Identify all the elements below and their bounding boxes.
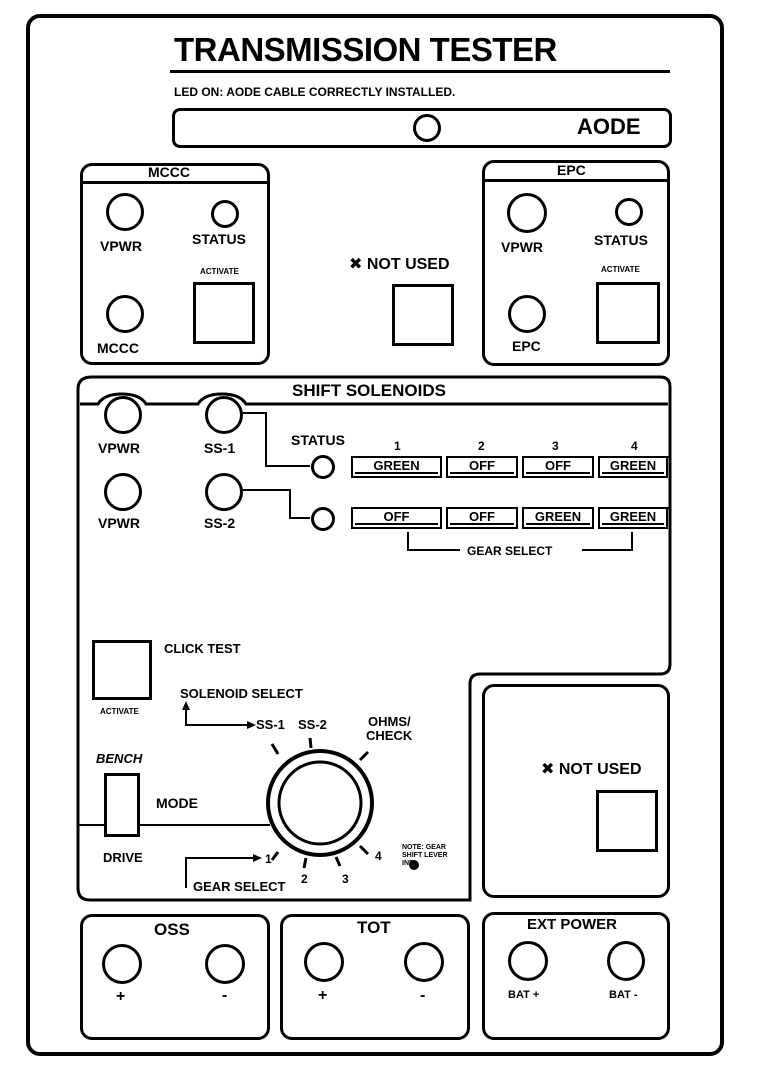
title-underline bbox=[170, 70, 670, 73]
ext-power-header: EXT POWER bbox=[527, 916, 618, 933]
dial-ss2-label: SS-2 bbox=[298, 717, 327, 732]
ss1-gear3-cell: OFF bbox=[522, 456, 594, 478]
ss2-label: SS-2 bbox=[204, 515, 236, 531]
not-used-bottom-button[interactable] bbox=[596, 790, 658, 852]
epc-header-line bbox=[482, 179, 670, 182]
oss-minus-jack[interactable] bbox=[205, 944, 245, 984]
tot-plus-label: + bbox=[318, 987, 328, 1004]
dial-ohms-label: OHMS/ bbox=[368, 714, 411, 729]
tot-plus-jack[interactable] bbox=[304, 942, 344, 982]
epc-status-label: STATUS bbox=[594, 232, 648, 248]
ss2-gear1-cell: OFF bbox=[351, 507, 442, 529]
click-test-button[interactable] bbox=[92, 640, 152, 700]
tot-panel bbox=[280, 914, 470, 1040]
oss-minus-label: - bbox=[222, 987, 228, 1004]
dial-check-label: CHECK bbox=[366, 728, 413, 743]
ss1-gear4-cell: GREEN bbox=[598, 456, 668, 478]
drive-label: DRIVE bbox=[103, 850, 143, 865]
mccc-jack[interactable] bbox=[106, 295, 144, 333]
shift-solenoids-header: SHIFT SOLENOIDS bbox=[292, 381, 446, 400]
ss1-gear2-cell: OFF bbox=[446, 456, 518, 478]
dial-ss1-label: SS-1 bbox=[256, 717, 285, 732]
aode-panel bbox=[172, 108, 672, 148]
gear-number-4: 4 bbox=[631, 439, 638, 453]
ext-power-panel bbox=[482, 912, 670, 1040]
mccc-vpwr-jack[interactable] bbox=[106, 193, 144, 231]
ss2-status-led bbox=[311, 507, 335, 531]
oss-plus-jack[interactable] bbox=[102, 944, 142, 984]
ss2-gear4-cell: GREEN bbox=[598, 507, 668, 529]
dial-gear-select-label: GEAR SELECT bbox=[193, 879, 286, 894]
note-line-1: NOTE: GEAR bbox=[402, 844, 446, 851]
dial-gear-1: 1 bbox=[265, 852, 272, 866]
dial-gear-2: 2 bbox=[301, 872, 308, 886]
oss-header: OSS bbox=[154, 920, 190, 939]
gear-number-3: 3 bbox=[552, 439, 559, 453]
solenoid-select-label: SOLENOID SELECT bbox=[180, 686, 303, 701]
tot-minus-jack[interactable] bbox=[404, 942, 444, 982]
aode-led bbox=[413, 114, 441, 142]
ext-bat-minus-label: BAT - bbox=[609, 989, 638, 1001]
mode-switch[interactable] bbox=[104, 773, 140, 837]
dial-gear-3: 3 bbox=[342, 872, 349, 886]
mccc-panel bbox=[80, 163, 270, 365]
note-line-3: IND. bbox=[402, 860, 416, 867]
mccc-status-led bbox=[211, 200, 239, 228]
gear-number-2: 2 bbox=[478, 439, 485, 453]
shift-status-label: STATUS bbox=[291, 432, 345, 448]
epc-activate-button[interactable] bbox=[596, 282, 660, 344]
oss-panel bbox=[80, 914, 270, 1040]
epc-jack-label: EPC bbox=[512, 338, 541, 354]
shift-vpwr-jack-1[interactable] bbox=[104, 396, 142, 434]
not-used-bottom-panel bbox=[482, 684, 670, 898]
mccc-jack-label: MCCC bbox=[97, 340, 139, 356]
mode-label: MODE bbox=[156, 795, 198, 811]
oss-plus-label: + bbox=[116, 988, 126, 1005]
shift-vpwr-label-1: VPWR bbox=[98, 440, 140, 456]
selector-dial[interactable] bbox=[268, 751, 372, 855]
ss1-jack[interactable] bbox=[205, 396, 243, 434]
mccc-activate-button[interactable] bbox=[193, 282, 255, 344]
ext-bat-plus-label: BAT + bbox=[508, 989, 540, 1001]
led-note: LED ON: AODE CABLE CORRECTLY INSTALLED. bbox=[174, 85, 456, 99]
epc-status-led bbox=[615, 198, 643, 226]
mccc-header: MCCC bbox=[148, 164, 190, 180]
epc-vpwr-jack[interactable] bbox=[507, 193, 547, 233]
ss2-gear2-cell: OFF bbox=[446, 507, 518, 529]
ss1-status-led bbox=[311, 455, 335, 479]
mccc-vpwr-label: VPWR bbox=[100, 238, 142, 254]
ext-bat-minus-jack[interactable] bbox=[607, 941, 645, 981]
not-used-top-label: ✖ NOT USED bbox=[349, 256, 450, 273]
bench-label: BENCH bbox=[96, 751, 143, 766]
ss2-gear3-cell: GREEN bbox=[522, 507, 594, 529]
epc-panel bbox=[482, 160, 670, 366]
gear-number-1: 1 bbox=[394, 439, 401, 453]
not-used-bottom-label: ✖ NOT USED bbox=[541, 761, 642, 778]
ss1-label: SS-1 bbox=[204, 440, 236, 456]
ss2-jack[interactable] bbox=[205, 473, 243, 511]
mccc-header-line bbox=[80, 181, 270, 184]
epc-vpwr-label: VPWR bbox=[501, 239, 543, 255]
aode-label: AODE bbox=[577, 114, 641, 139]
note-line-2: SHIFT LEVER bbox=[402, 852, 448, 859]
tot-minus-label: - bbox=[420, 987, 426, 1004]
gear-select-label: GEAR SELECT bbox=[467, 544, 553, 558]
tester-frame bbox=[26, 14, 724, 1056]
ss1-gear1-cell: GREEN bbox=[351, 456, 442, 478]
not-used-top-button[interactable] bbox=[392, 284, 454, 346]
epc-header: EPC bbox=[557, 162, 586, 178]
tot-header: TOT bbox=[357, 918, 391, 937]
mccc-status-label: STATUS bbox=[192, 231, 246, 247]
click-test-label: CLICK TEST bbox=[164, 641, 241, 656]
click-test-activate-label: ACTIVATE bbox=[100, 707, 139, 716]
page-title: TRANSMISSION TESTER bbox=[174, 31, 557, 68]
ext-bat-plus-jack[interactable] bbox=[508, 941, 548, 981]
dial-gear-4: 4 bbox=[375, 849, 382, 863]
shift-vpwr-label-2: VPWR bbox=[98, 515, 140, 531]
mccc-activate-label: ACTIVATE bbox=[200, 267, 239, 276]
epc-jack[interactable] bbox=[508, 295, 546, 333]
epc-activate-label: ACTIVATE bbox=[601, 265, 640, 274]
shift-vpwr-jack-2[interactable] bbox=[104, 473, 142, 511]
